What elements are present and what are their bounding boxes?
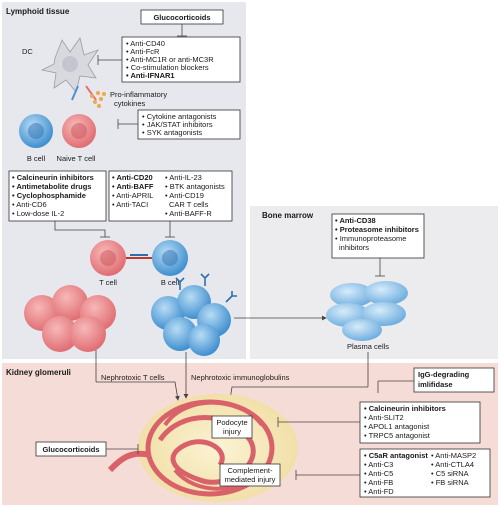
svg-text:• TRPC5 antagonist: • TRPC5 antagonist xyxy=(364,431,431,440)
svg-text:• Anti-CTLA4: • Anti-CTLA4 xyxy=(431,460,474,469)
dendritic-cell xyxy=(40,37,100,93)
svg-text:• Proteasome inhibitors: • Proteasome inhibitors xyxy=(335,225,419,234)
bone-marrow-drug-list: • Anti-CD38 • Proteasome inhibitors • Im… xyxy=(335,216,419,252)
svg-text:• Anti-FB: • Anti-FB xyxy=(364,478,393,487)
svg-text:• Anti-SLIT2: • Anti-SLIT2 xyxy=(364,413,404,422)
complement-drug-col2: • Anti-MASP2 • Anti-CTLA4 • C5 siRNA • F… xyxy=(431,451,476,487)
svg-text:• FB siRNA: • FB siRNA xyxy=(431,478,469,487)
svg-text:• Anti-IL-23: • Anti-IL-23 xyxy=(165,173,202,182)
naive-t-cell-label: Naive T cell xyxy=(57,154,96,163)
b-cell-clones xyxy=(151,285,231,356)
dc-label: DC xyxy=(22,47,33,56)
nephrotoxic-ig-label: Nephrotoxic immunoglobulins xyxy=(191,373,290,382)
igg-label-1: IgG-degrading xyxy=(418,370,470,379)
podocyte-injury-box xyxy=(211,415,253,439)
svg-text:• SYK antagonists: • SYK antagonists xyxy=(142,128,202,137)
t-cell-drug-box xyxy=(8,170,107,222)
cytokine-dots xyxy=(90,91,106,108)
svg-text:• Low-dose IL-2: • Low-dose IL-2 xyxy=(12,209,64,218)
lymphoid-title: Lymphoid tissue xyxy=(6,7,70,16)
svg-text:• Antimetabolite drugs: • Antimetabolite drugs xyxy=(12,182,91,191)
svg-text:• Anti-BAFF-R: • Anti-BAFF-R xyxy=(165,209,212,218)
complement-injury-box xyxy=(219,463,281,487)
dc-drug-list: • Anti-CD40 • Anti-FcR • Anti-MC1R or an… xyxy=(126,39,214,80)
b-cell-drug-box xyxy=(108,170,233,222)
complement-drug-box xyxy=(359,448,491,498)
svg-text:• Anti-C3: • Anti-C3 xyxy=(364,460,393,469)
complement-drug-col1: • C5aR antagonist • Anti-C3 • Anti-C5 • … xyxy=(364,451,428,496)
t-cell-label: T cell xyxy=(99,278,117,287)
svg-text:• Anti-CD38: • Anti-CD38 xyxy=(335,216,376,225)
svg-text:• APOL1 antagonist: • APOL1 antagonist xyxy=(364,422,430,431)
cytokine-drug-list: • Cytokine antagonists • JAK/STAT inhibi… xyxy=(142,112,217,137)
svg-text:• Anti-MC1R or anti-MC3R: • Anti-MC1R or anti-MC3R xyxy=(126,55,214,64)
complement-label-2: mediated injury xyxy=(225,475,276,484)
antibodies xyxy=(175,273,237,303)
svg-text:• Anti-CD20: • Anti-CD20 xyxy=(112,173,153,182)
igg-label-2: imlifidase xyxy=(418,380,453,389)
dc-drug-box xyxy=(121,36,241,83)
svg-text:CAR T cells: CAR T cells xyxy=(169,200,209,209)
kidney-title: Kidney glomeruli xyxy=(6,368,71,377)
svg-text:• Anti-IFNAR1: • Anti-IFNAR1 xyxy=(126,71,175,80)
svg-text:• Anti-C5: • Anti-C5 xyxy=(364,469,393,478)
svg-text:• Anti-CD19: • Anti-CD19 xyxy=(165,191,204,200)
bone-marrow-drug-box xyxy=(331,213,425,259)
svg-text:• Cytokine antagonists: • Cytokine antagonists xyxy=(142,112,217,121)
svg-text:• Anti-FcR: • Anti-FcR xyxy=(126,47,160,56)
svg-text:• Calcineurin inhibitors: • Calcineurin inhibitors xyxy=(12,173,94,182)
b-cell-drug-col1: • Anti-CD20 • Anti-BAFF • Anti-APRIL • A… xyxy=(112,173,154,209)
svg-text:• Cyclophosphamide: • Cyclophosphamide xyxy=(12,191,86,200)
b-cell-label: B cell xyxy=(27,154,46,163)
complement-label-1: Complement- xyxy=(227,466,273,475)
svg-text:• Anti-MASP2: • Anti-MASP2 xyxy=(431,451,476,460)
podocyte-drug-box xyxy=(359,401,481,444)
b-cell-drug-col2: • Anti-IL-23 • BTK antagonists • Anti-CD… xyxy=(165,173,225,218)
svg-text:• Calcineurin inhibitors: • Calcineurin inhibitors xyxy=(364,404,446,413)
t-cell-drug-list: • Calcineurin inhibitors • Antimetabolit… xyxy=(12,173,94,218)
plasma-cells xyxy=(326,281,408,341)
svg-text:• C5 siRNA: • C5 siRNA xyxy=(431,469,469,478)
svg-text:• Anti-CD6: • Anti-CD6 xyxy=(12,200,47,209)
t-cell-clones xyxy=(24,285,116,352)
podocyte-label-1: Podocyte xyxy=(216,418,247,427)
podocyte-drug-list: • Calcineurin inhibitors • Anti-SLIT2 • … xyxy=(364,404,446,440)
nephrotoxic-t-cells-label: Nephrotoxic T cells xyxy=(101,373,165,382)
svg-text:• C5aR antagonist: • C5aR antagonist xyxy=(364,451,428,460)
podocyte-label-2: injury xyxy=(223,427,241,436)
svg-text:• Co-stimulation blockers: • Co-stimulation blockers xyxy=(126,63,209,72)
svg-text:• BTK antagonists: • BTK antagonists xyxy=(165,182,225,191)
svg-text:• Anti-FD: • Anti-FD xyxy=(364,487,394,496)
glucocorticoids-label: Glucocorticoids xyxy=(153,13,210,22)
svg-text:• Immunoproteasome: • Immunoproteasome xyxy=(335,234,406,243)
svg-text:inhibitors: inhibitors xyxy=(339,243,369,252)
cytokine-label-2: cytokines xyxy=(114,99,146,108)
bone-marrow-title: Bone marrow xyxy=(262,211,314,220)
cytokine-drug-box xyxy=(137,109,241,140)
svg-text:• Anti-APRIL: • Anti-APRIL xyxy=(112,191,153,200)
cytokine-label-1: Pro-inflammatory xyxy=(110,90,167,99)
plasma-cells-label: Plasma cells xyxy=(347,342,389,351)
kidney-glucocorticoids-label: Glucocorticoids xyxy=(42,445,99,454)
svg-text:• Anti-CD40: • Anti-CD40 xyxy=(126,39,165,48)
b-cell-2-label: B cell xyxy=(161,278,180,287)
igg-drug-box xyxy=(413,367,495,393)
svg-text:• Anti-BAFF: • Anti-BAFF xyxy=(112,182,154,191)
svg-text:• JAK/STAT inhibitors: • JAK/STAT inhibitors xyxy=(142,120,213,129)
svg-text:• Anti-TACI: • Anti-TACI xyxy=(112,200,148,209)
